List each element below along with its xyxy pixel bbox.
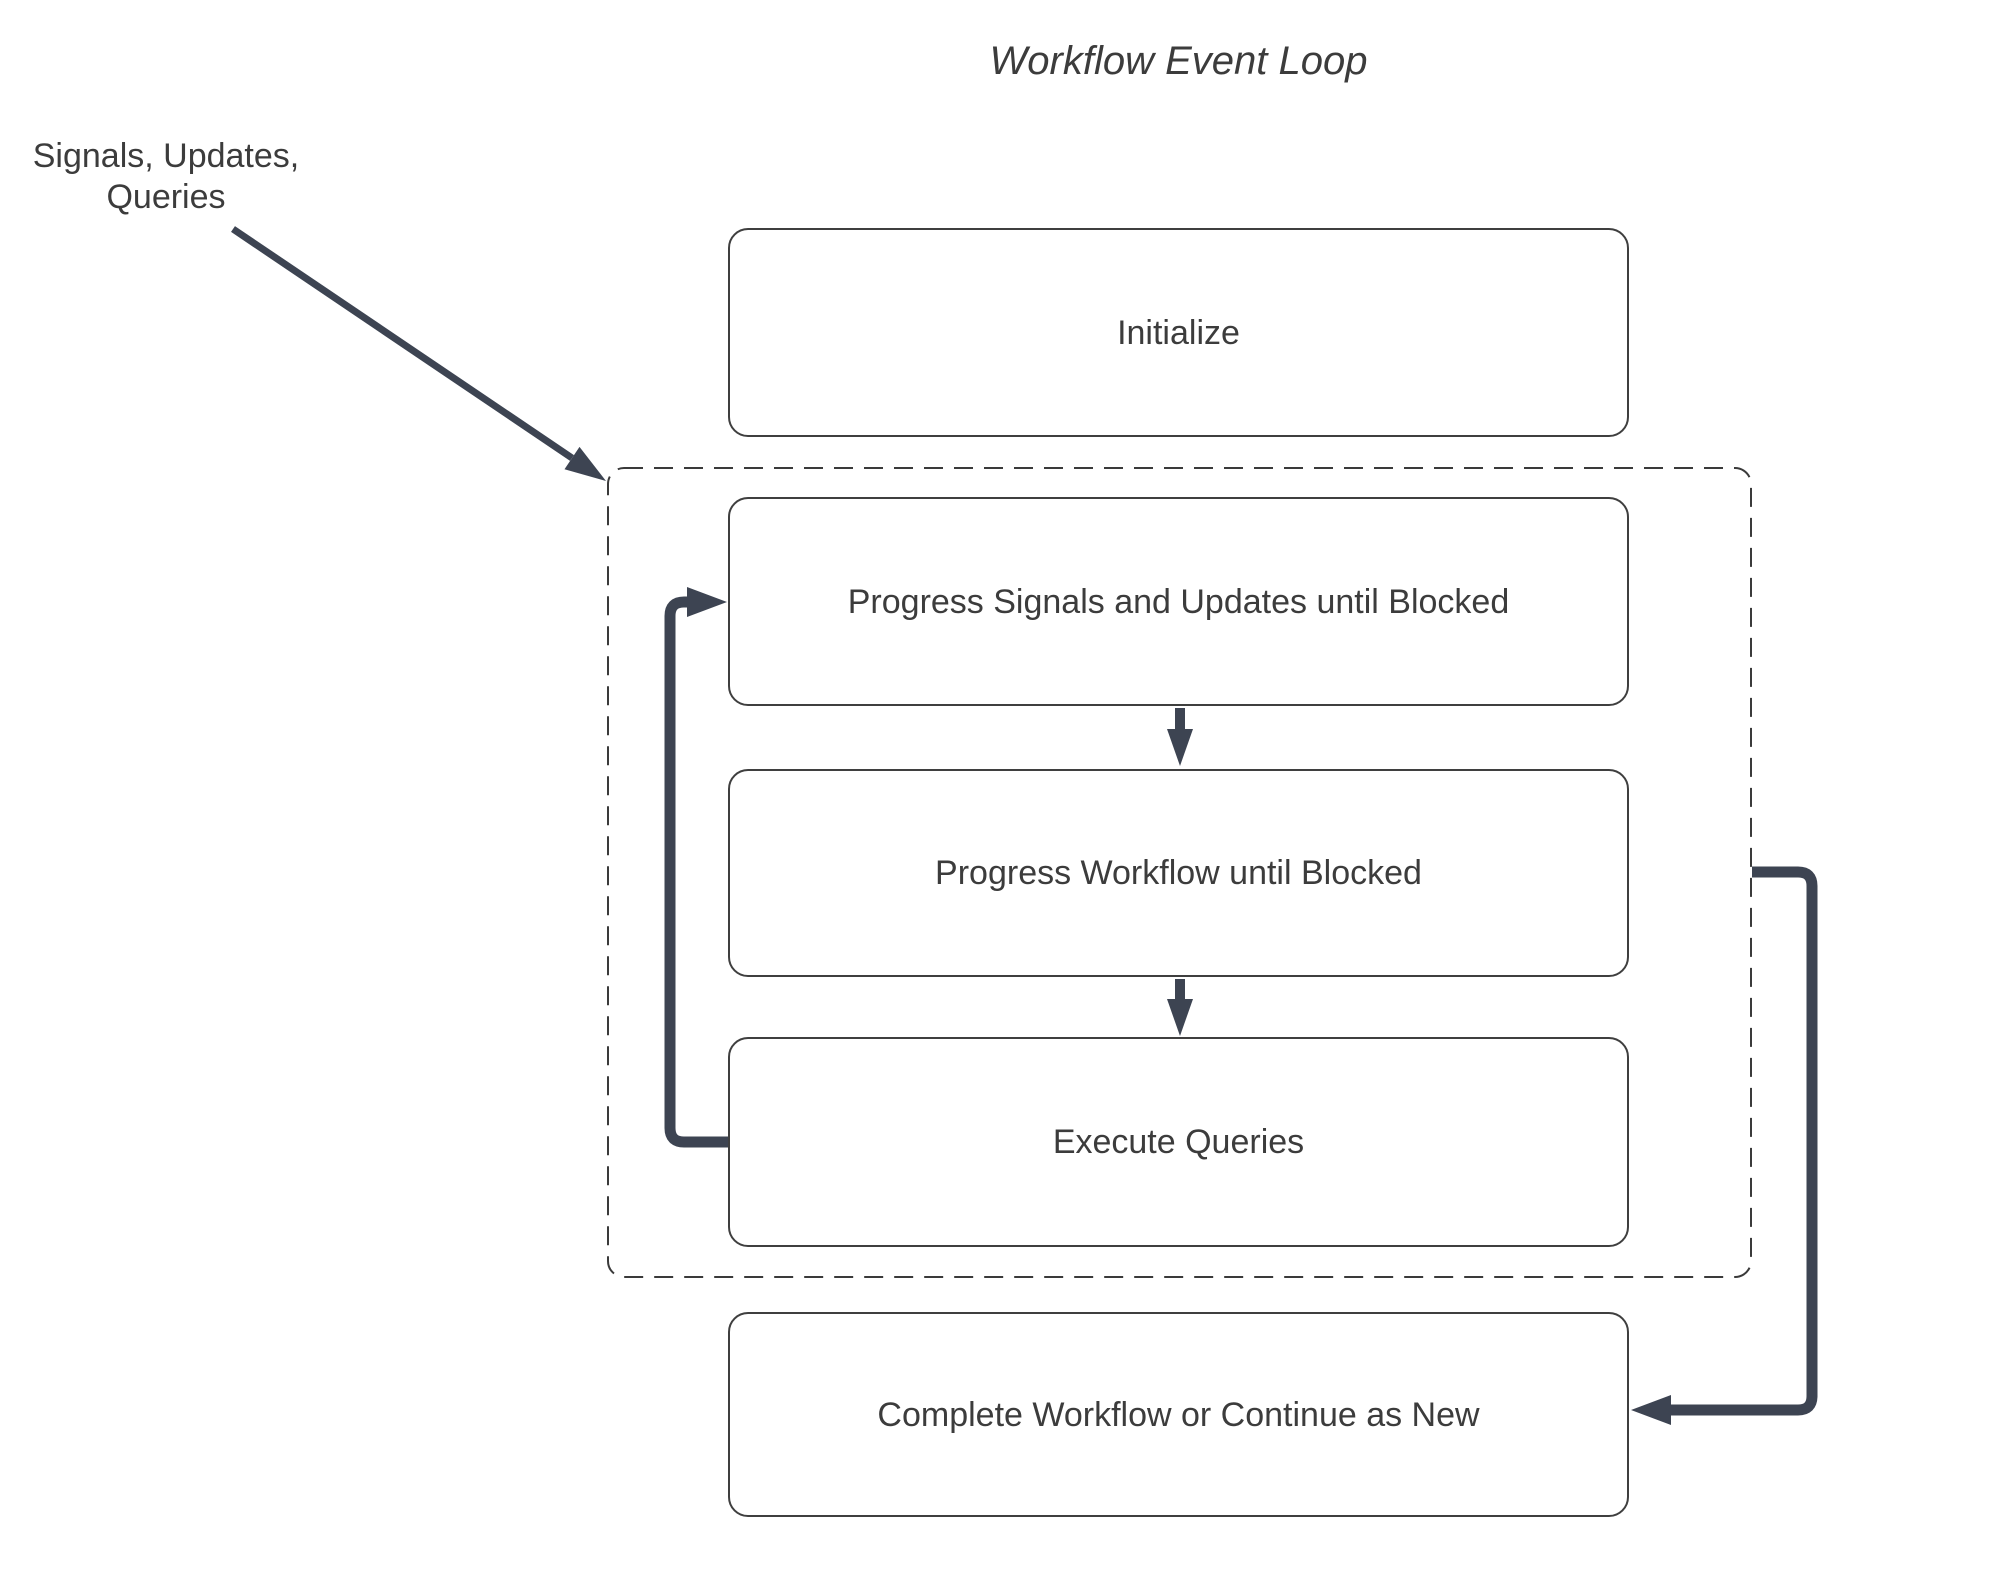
node-complete-label: Complete Workflow or Continue as New bbox=[877, 1395, 1480, 1434]
node-progress-workflow: Progress Workflow until Blocked bbox=[728, 769, 1629, 977]
node-progress-workflow-label: Progress Workflow until Blocked bbox=[935, 854, 1422, 892]
edge-execute-queries-to-progress-signals bbox=[664, 587, 728, 1148]
node-execute-queries-label: Execute Queries bbox=[1052, 1123, 1305, 1161]
edge-progress-workflow-to-execute-queries bbox=[1167, 979, 1193, 1036]
edge-signals-to-boundary bbox=[231, 226, 606, 481]
node-initialize: Initialize bbox=[728, 228, 1629, 437]
diagram-title: Workflow Event Loop bbox=[989, 39, 1368, 83]
node-execute-queries: Execute Queries bbox=[728, 1037, 1629, 1247]
node-progress-signals-label: Progress Signals and Updates until Block… bbox=[847, 582, 1510, 621]
signals-updates-queries-label: Signals, Updates, Queries bbox=[20, 136, 312, 218]
external-label-line1: Signals, Updates, bbox=[32, 137, 300, 175]
node-complete: Complete Workflow or Continue as New bbox=[728, 1312, 1629, 1517]
edge-progress-signals-to-progress-workflow bbox=[1167, 708, 1193, 766]
node-initialize-label: Initialize bbox=[1117, 313, 1240, 352]
external-label-line2: Queries bbox=[106, 178, 226, 216]
edge-boundary-to-complete bbox=[1631, 866, 1818, 1425]
node-progress-signals: Progress Signals and Updates until Block… bbox=[728, 497, 1629, 706]
